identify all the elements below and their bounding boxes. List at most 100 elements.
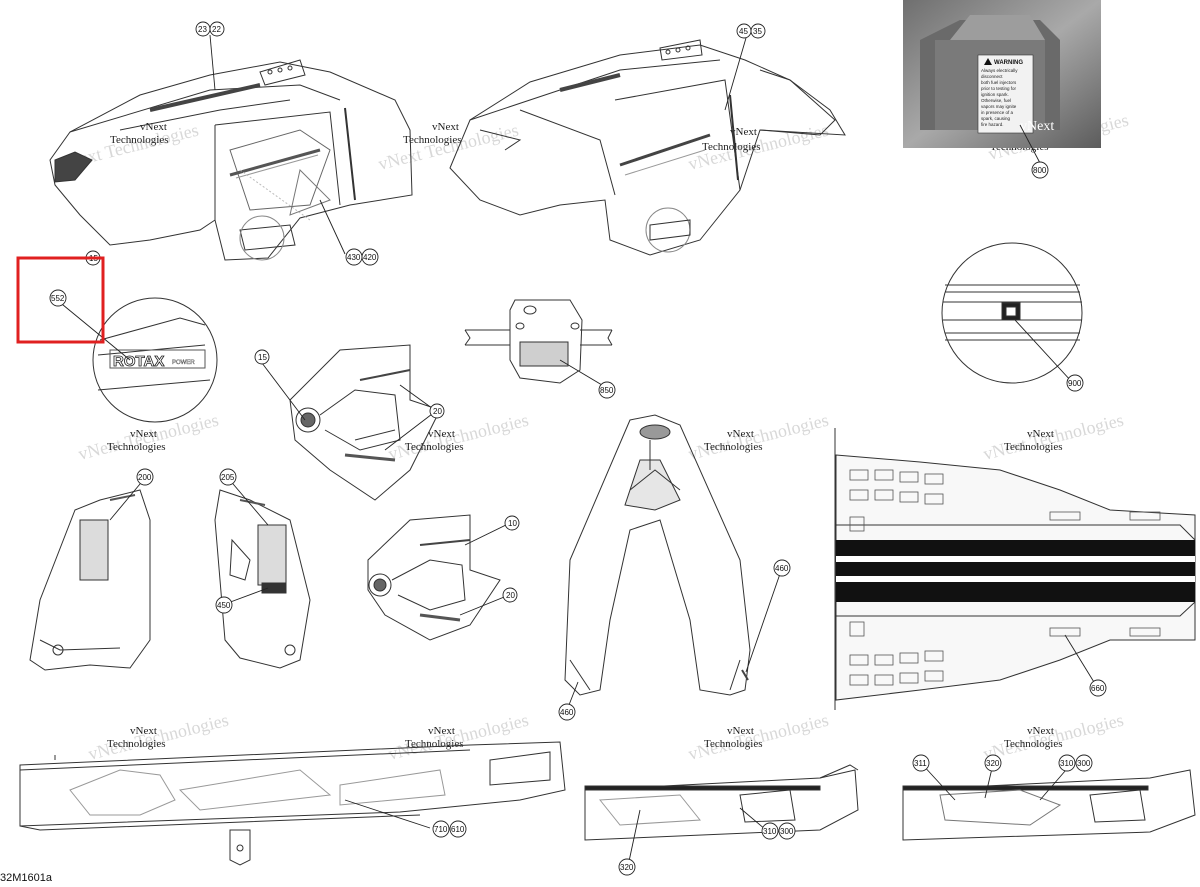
console-lower-drawing: [367, 514, 501, 641]
warning-label: [977, 54, 1034, 134]
callout-310-right: [1058, 754, 1076, 772]
svg-text:460: 460: [775, 564, 789, 573]
callout-300-right: [1075, 754, 1093, 772]
callout-35: [750, 23, 766, 39]
callout-800: [1031, 161, 1049, 179]
front-hood-drawing: [564, 414, 751, 696]
svg-text:Technologies: Technologies: [702, 141, 761, 153]
svg-text:spark, causing: spark, causing: [981, 116, 1011, 121]
svg-text:vNext: vNext: [130, 725, 157, 737]
svg-text:310: 310: [1060, 759, 1074, 768]
svg-text:vNext: vNext: [432, 121, 459, 133]
svg-text:430: 430: [347, 253, 361, 262]
callout-610: [449, 820, 467, 838]
svg-text:460: 460: [560, 708, 574, 717]
svg-text:both fuel injectors: both fuel injectors: [981, 80, 1017, 85]
svg-text:vNext: vNext: [428, 428, 455, 440]
callout-460-left: [558, 703, 576, 721]
svg-text:Otherwise, fuel: Otherwise, fuel: [981, 98, 1011, 103]
callout-20-upper: [429, 403, 445, 419]
tunnel-side-middle-drawing: [584, 764, 859, 841]
watermark-ghost: vNext Technologies: [686, 710, 830, 764]
hood-left-drawing: [49, 59, 413, 261]
svg-text:310: 310: [763, 827, 777, 836]
callout-15-console: [254, 349, 270, 365]
svg-text:vNext: vNext: [727, 725, 754, 737]
svg-text:vNext: vNext: [730, 126, 757, 138]
callout-200: [136, 468, 154, 486]
svg-text:205: 205: [221, 473, 235, 482]
svg-text:23: 23: [198, 25, 207, 34]
svg-text:450: 450: [217, 601, 231, 610]
highlight-box: [16, 256, 105, 344]
svg-text:300: 300: [1077, 759, 1091, 768]
svg-text:vNext: vNext: [140, 121, 167, 133]
svg-text:15: 15: [258, 353, 267, 362]
callout-850: [598, 381, 616, 399]
svg-text:22: 22: [212, 25, 221, 34]
svg-text:vNext: vNext: [130, 428, 157, 440]
svg-text:20: 20: [433, 407, 442, 416]
svg-text:320: 320: [620, 863, 634, 872]
callout-22: [209, 21, 225, 37]
svg-text:610: 610: [451, 825, 465, 834]
svg-text:420: 420: [363, 253, 377, 262]
svg-text:Technologies: Technologies: [1004, 738, 1063, 750]
svg-text:prior to testing for: prior to testing for: [981, 86, 1017, 91]
callout-450: [215, 596, 233, 614]
rotax-decal-detail: ROTAX POWER: [92, 297, 218, 423]
watermark-ghost: vNext Technologies: [386, 710, 530, 764]
svg-text:20: 20: [506, 591, 515, 600]
callout-311: [912, 754, 930, 772]
svg-text:710: 710: [434, 825, 448, 834]
svg-text:45: 45: [739, 27, 748, 36]
callout-552: [49, 289, 67, 307]
leader-lines: [56, 34, 1098, 867]
fuel-injector-cover-photo: WARNING Always electrically disconnect b…: [903, 0, 1101, 148]
hood-right-drawing: [449, 39, 846, 256]
side-panel-right-drawing: [214, 489, 311, 669]
svg-text:Technologies: Technologies: [704, 441, 763, 453]
bar-decal-detail: [941, 242, 1083, 384]
callout-460-right: [773, 559, 791, 577]
svg-text:Technologies: Technologies: [403, 134, 462, 146]
callout-20-lower: [502, 587, 518, 603]
svg-text:Technologies: Technologies: [405, 441, 464, 453]
svg-text:WARNING: WARNING: [994, 60, 1023, 66]
callout-320-right: [984, 754, 1002, 772]
svg-text:ignition spark.: ignition spark.: [981, 92, 1009, 97]
svg-text:Technologies: Technologies: [704, 738, 763, 750]
watermark-ghost: vNext Technologies: [386, 410, 530, 464]
svg-text:vNext: vNext: [1020, 119, 1054, 134]
svg-text:850: 850: [600, 386, 614, 395]
svg-text:900: 900: [1068, 379, 1082, 388]
svg-text:Technologies: Technologies: [405, 738, 464, 750]
svg-text:552: 552: [51, 294, 65, 303]
callout-205: [219, 468, 237, 486]
svg-text:disconnect: disconnect: [981, 74, 1003, 79]
svg-text:35: 35: [753, 27, 762, 36]
callout-310-middle: [761, 822, 779, 840]
svg-text:vNext: vNext: [1027, 725, 1054, 737]
callout-320-middle: [618, 858, 636, 876]
side-panel-left-drawing: [29, 489, 151, 671]
svg-text:vNext: vNext: [1027, 428, 1054, 440]
svg-text:300: 300: [780, 827, 794, 836]
svg-text:Technologies: Technologies: [107, 441, 166, 453]
svg-text:fire hazard.: fire hazard.: [981, 122, 1004, 127]
svg-text:311: 311: [914, 759, 927, 768]
svg-text:vNext: vNext: [727, 428, 754, 440]
svg-text:200: 200: [138, 473, 152, 482]
svg-text:POWER: POWER: [172, 360, 195, 366]
callout-420: [361, 248, 379, 266]
callout-10: [504, 515, 520, 531]
tunnel-top-view-drawing: [834, 428, 1196, 710]
svg-text:Technologies: Technologies: [107, 738, 166, 750]
callout-300-middle: [778, 822, 796, 840]
callout-710: [432, 820, 450, 838]
svg-text:Technologies: Technologies: [110, 134, 169, 146]
callout-660: [1089, 679, 1107, 697]
tunnel-side-left-drawing: [19, 741, 566, 866]
console-upper-drawing: [289, 344, 441, 501]
